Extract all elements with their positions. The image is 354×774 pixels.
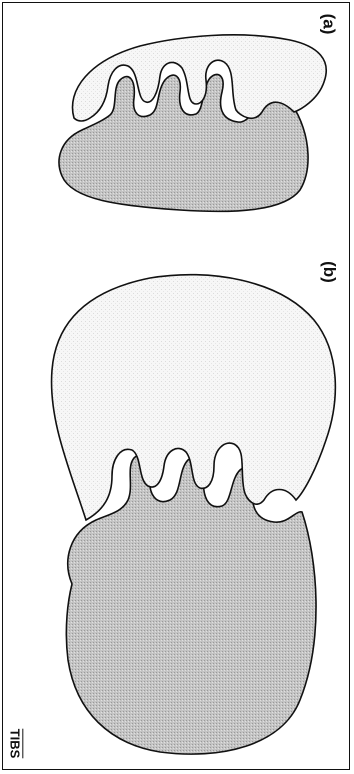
panel-b-label: (b) <box>319 261 339 283</box>
journal-logo: TIBS <box>7 729 22 759</box>
panel-a-complex <box>59 35 326 212</box>
panel-a-label: (a) <box>318 14 338 35</box>
panel-b-complex <box>52 275 336 754</box>
